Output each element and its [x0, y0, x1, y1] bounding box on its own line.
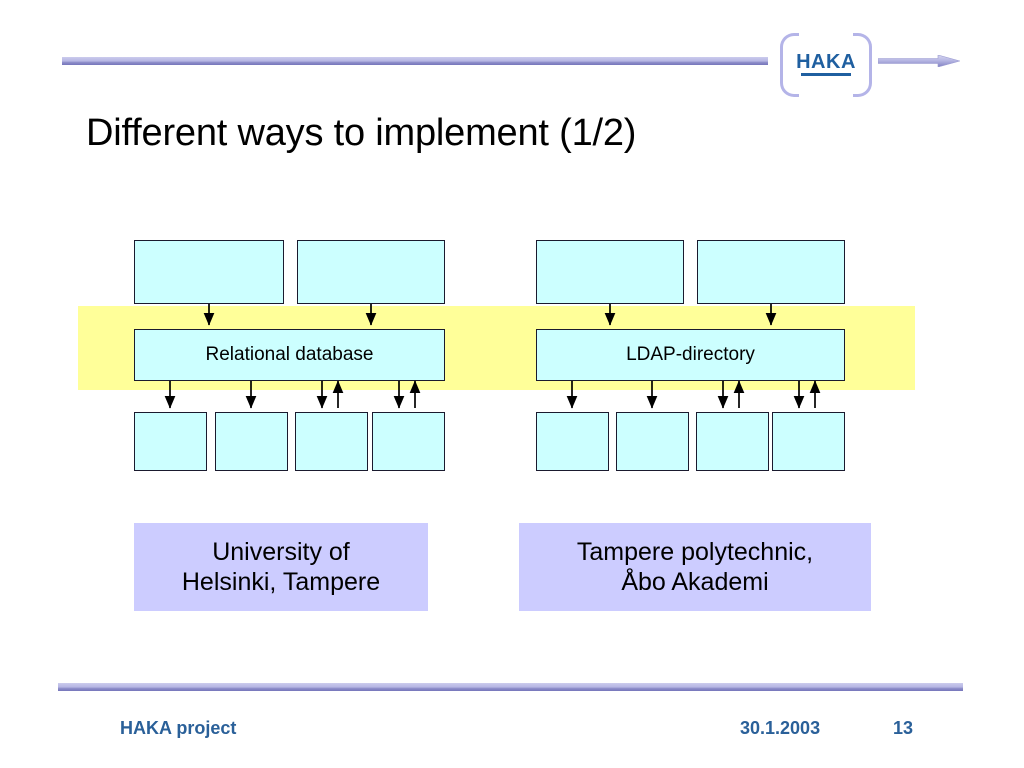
right-arrow-icon: [878, 55, 960, 67]
bottom-node-left-1[interactable]: [134, 412, 207, 471]
haka-logo: HAKA: [780, 33, 872, 97]
caption-university-of-helsinki-tampere: University of Helsinki, Tampere: [134, 523, 428, 611]
center-node-ldap-directory[interactable]: LDAP-directory: [536, 329, 845, 381]
bottom-node-right-4[interactable]: [772, 412, 845, 471]
footer-date: 30.1.2003: [740, 718, 821, 738]
bottom-node-right-3[interactable]: [696, 412, 769, 471]
right-bracket-icon: [853, 33, 872, 97]
footer-page-number: 13: [893, 718, 914, 738]
top-node-left-1[interactable]: [134, 240, 284, 304]
haka-logo-text: HAKA: [796, 50, 856, 73]
bottom-node-left-2[interactable]: [215, 412, 288, 471]
bottom-node-right-1[interactable]: [536, 412, 609, 471]
top-node-left-2[interactable]: [297, 240, 445, 304]
bottom-node-left-3[interactable]: [295, 412, 368, 471]
bottom-node-right-2[interactable]: [616, 412, 689, 471]
bottom-node-left-4[interactable]: [372, 412, 445, 471]
center-node-relational-database[interactable]: Relational database: [134, 329, 445, 381]
footer-project-name: HAKA project: [120, 718, 237, 738]
header-rule: [62, 56, 768, 65]
top-node-right-2[interactable]: [697, 240, 845, 304]
left-bracket-icon: [780, 33, 799, 97]
page-title: Different ways to implement (1/2): [86, 112, 637, 154]
haka-underline: [801, 73, 851, 76]
footer-rule: [58, 682, 963, 691]
caption-tampere-polytechnic-abo-akademi: Tampere polytechnic, Åbo Akademi: [519, 523, 871, 611]
top-node-right-1[interactable]: [536, 240, 684, 304]
